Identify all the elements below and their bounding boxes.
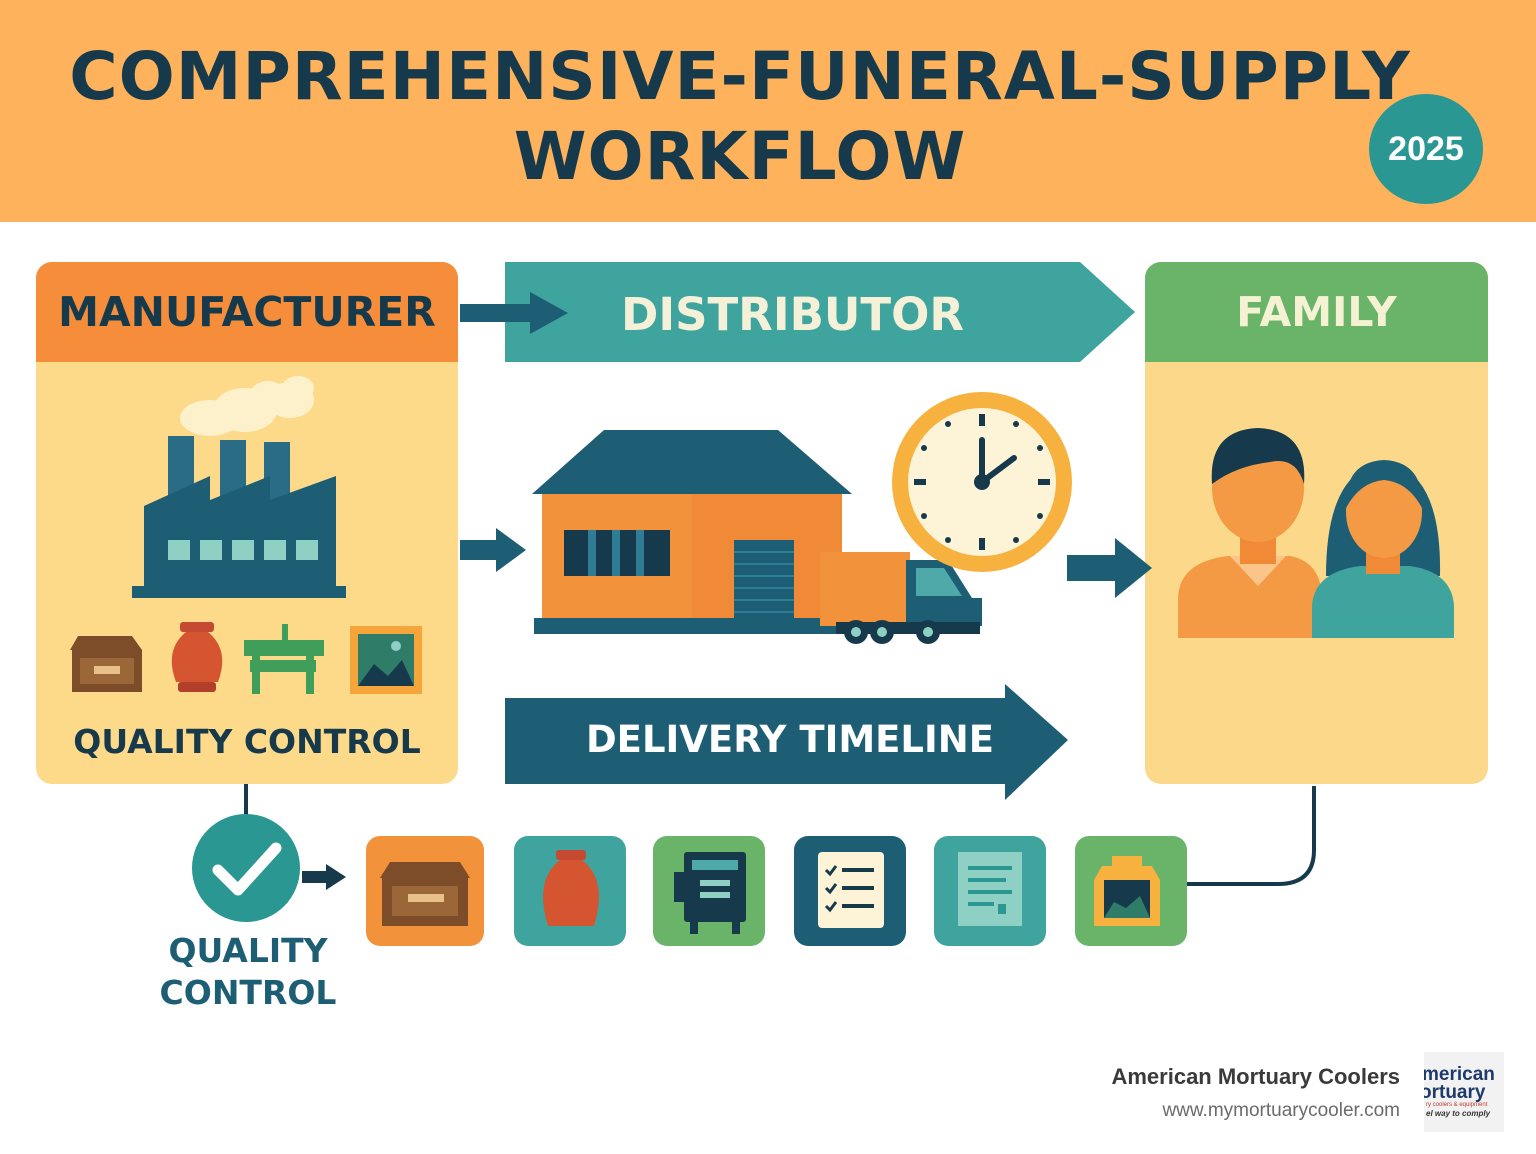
delivery-timeline-label: DELIVERY TIMELINE <box>585 718 995 761</box>
title-line-1: COMPREHENSIVE-FUNERAL-SUPPLY <box>69 38 1411 115</box>
product-tile-checklist <box>794 836 906 946</box>
memorial-card-icon <box>674 852 746 934</box>
arrow-to-warehouse-icon <box>460 528 526 572</box>
quality-control-step-label: QUALITY CONTROL <box>140 930 356 1014</box>
family-heading: FAMILY <box>1145 262 1488 362</box>
distributor-label: DISTRIBUTOR <box>620 288 965 341</box>
logo-text: merican ortuary ry coolers & equipment e… <box>1424 1066 1504 1119</box>
factory-icon <box>132 376 346 598</box>
document-icon <box>958 852 1022 926</box>
logo-text-line-4: el way to comply <box>1426 1109 1491 1118</box>
manufacturer-heading: MANUFACTURER <box>36 262 458 362</box>
delivery-timeline-banner <box>505 684 1068 800</box>
check-circle-icon <box>192 814 300 922</box>
casket-icon <box>70 636 142 692</box>
arrow-to-family-icon <box>1067 538 1152 598</box>
product-tile-keepsake <box>1075 836 1187 946</box>
arrow-to-products-icon <box>302 864 346 890</box>
distributor-banner <box>505 262 1135 362</box>
product-tile-memorial-card <box>653 836 765 946</box>
casket-icon <box>380 862 470 926</box>
quality-control-line-1: QUALITY <box>168 931 328 970</box>
warehouse-icon <box>532 430 854 634</box>
brand-name: American Mortuary Coolers <box>1111 1064 1400 1089</box>
woman-icon <box>1312 460 1454 638</box>
logo-text-line-3: ry coolers & equipment <box>1426 1102 1488 1108</box>
quality-control-line-2: CONTROL <box>159 973 337 1012</box>
man-icon <box>1178 428 1322 638</box>
urn-icon <box>543 850 599 926</box>
company-logo <box>1424 1052 1504 1132</box>
urn-icon <box>171 622 223 692</box>
product-tile-urn <box>514 836 626 946</box>
embalming-table-icon <box>244 624 324 694</box>
product-tile-document <box>934 836 1046 946</box>
truck-icon <box>820 552 982 644</box>
logo-text-line-1: merican <box>1424 1066 1495 1085</box>
quality-control-label: QUALITY CONTROL <box>73 722 421 761</box>
year-badge: 2025 <box>1369 94 1483 204</box>
arrow-to-distributor-icon <box>460 292 568 334</box>
checklist-icon <box>818 852 884 928</box>
header-banner: COMPREHENSIVE-FUNERAL-SUPPLY WORKFLOW <box>0 0 1536 222</box>
framed-photo-icon <box>350 626 422 694</box>
connector-line-family <box>1186 786 1316 886</box>
keepsake-icon <box>1094 856 1160 926</box>
logo-text-line-2: ortuary <box>1424 1082 1486 1103</box>
title-line-2: WORKFLOW <box>513 118 967 195</box>
product-tile-casket <box>366 836 484 946</box>
clock-icon <box>892 392 1072 572</box>
brand-url: www.mymortuarycooler.com <box>1162 1100 1400 1121</box>
